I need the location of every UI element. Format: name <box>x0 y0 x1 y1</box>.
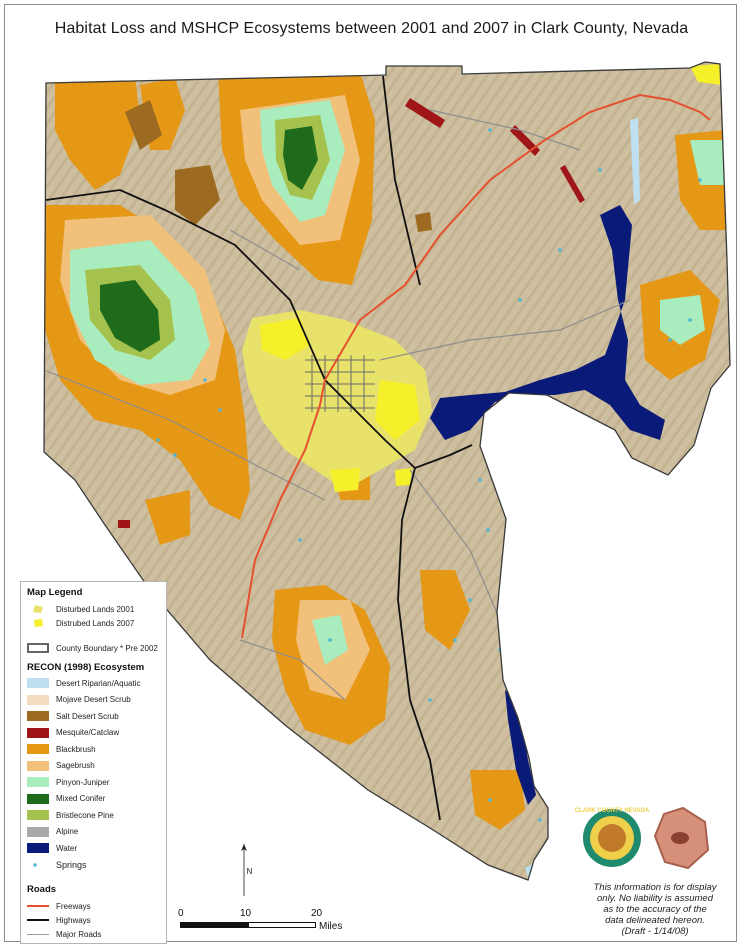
legend-item-road: Highways <box>27 914 91 926</box>
legend-item-ecosystem: Mixed Conifer <box>27 793 105 805</box>
legend-label: Disturbed Lands 2001 <box>56 604 135 614</box>
legend-item-ecosystem: Alpine <box>27 826 78 838</box>
water-bodies <box>430 205 665 805</box>
road-swatch <box>27 919 49 921</box>
disturbed-2007-swatch <box>34 619 43 627</box>
legend-label: Highways <box>56 915 91 925</box>
legend-item-ecosystem: Bristlecone Pine <box>27 809 114 821</box>
north-arrow-icon: N <box>241 844 253 896</box>
scale-bar: 0 10 20 Miles <box>178 908 358 938</box>
freeways <box>241 93 711 639</box>
county-boundary-swatch <box>27 643 49 653</box>
roads-legend-title: Roads <box>27 884 57 895</box>
ecosystem-swatch <box>27 711 49 721</box>
ecosystem-swatch <box>27 678 49 688</box>
disturbed-lands-2007-areas <box>260 64 722 492</box>
ecosystem-swatch <box>27 727 49 738</box>
ecosystem-swatch <box>27 793 49 804</box>
legend-item-road: Freeways <box>27 900 91 912</box>
ecosystem-swatch <box>27 810 49 820</box>
legend-item-disturbed-2001: Disturbed Lands 2001 <box>27 603 134 615</box>
major-roads <box>44 109 631 701</box>
ecosystem-swatch <box>27 843 49 853</box>
legend-item-springs: Springs <box>27 859 87 871</box>
legend-title: Map Legend <box>27 587 83 598</box>
legend-label: Mojave Desert Scrub <box>56 695 131 704</box>
springs-swatch <box>33 863 37 867</box>
legend-label: Springs <box>56 860 87 870</box>
riparian-strip <box>630 118 640 205</box>
mshcp-logo <box>653 806 710 870</box>
ecosystem-legend-title: RECON (1998) Ecosystem <box>27 662 145 673</box>
legend-item-ecosystem: Desert Riparian/Aquatic <box>27 677 140 689</box>
scale-segment-1 <box>180 922 248 928</box>
mixed-conifer-areas <box>100 126 318 352</box>
disturbed-2001-swatch <box>33 605 43 613</box>
legend-label: Mixed Conifer <box>56 794 106 803</box>
scale-label-0: 0 <box>178 908 184 919</box>
ecosystem-swatch <box>27 777 49 787</box>
legend-label: Mesquite/Catclaw <box>56 728 120 737</box>
road-swatch <box>27 905 49 907</box>
legend-label: Salt Desert Scrub <box>56 711 119 721</box>
scale-label-10: 10 <box>240 908 252 919</box>
scale-unit: Miles <box>319 921 343 932</box>
legend-item-disturbed-2007: Distrubed Lands 2007 <box>27 617 134 629</box>
legend-item-ecosystem: Mojave Desert Scrub <box>27 694 131 706</box>
legend-item-ecosystem: Mesquite/Catclaw <box>27 727 119 739</box>
springs <box>156 128 702 822</box>
legend-item-ecosystem: Pinyon-Juniper <box>27 776 109 788</box>
ecosystem-swatch <box>27 694 49 705</box>
road-swatch <box>27 933 49 935</box>
legend-label: Sagebrush <box>56 761 95 770</box>
legend-label: Alpine <box>56 827 79 836</box>
legend-item-ecosystem: Blackbrush <box>27 743 96 755</box>
map-title: Habitat Loss and MSHCP Ecosystems betwee… <box>54 20 689 37</box>
legend-item-county-boundary: County Boundary * Pre 2002 <box>27 642 158 654</box>
map-legend: Map Legend Disturbed Lands 2001 Distrube… <box>20 581 167 944</box>
disclaimer-line: data delineated hereon. <box>605 915 705 926</box>
legend-label: Pinyon-Juniper <box>56 777 110 787</box>
ecosystem-swatch <box>27 744 49 754</box>
legend-item-road: Major Roads <box>27 928 101 940</box>
north-label: N <box>247 867 253 876</box>
legend-label: Blackbrush <box>56 744 96 754</box>
legend-label: County Boundary * Pre 2002 <box>56 643 158 653</box>
scale-segment-2 <box>248 922 316 928</box>
seal-text: CLARK COUNTY NEVADA <box>575 808 650 814</box>
ecosystem-swatch <box>27 760 49 771</box>
legend-label: Bristlecone Pine <box>56 810 114 820</box>
legend-label: Water <box>56 843 78 853</box>
clark-county-seal <box>583 809 641 867</box>
salt-desert-scrub-areas <box>125 100 432 232</box>
legend-item-ecosystem: Salt Desert Scrub <box>27 710 119 722</box>
highways <box>45 75 473 821</box>
legend-label: Distrubed Lands 2007 <box>56 618 135 628</box>
legend-label: Major Roads <box>56 929 102 939</box>
disclaimer: This information is for display only. No… <box>574 882 736 937</box>
legend-label: Freeways <box>56 901 91 911</box>
county-boundary <box>43 61 731 881</box>
legend-label: Desert Riparian/Aquatic <box>56 678 141 688</box>
scale-label-20: 20 <box>311 908 323 919</box>
legend-item-ecosystem: Water <box>27 842 77 854</box>
disclaimer-line: as to the accuracy of the <box>603 904 707 915</box>
disclaimer-line: (Draft - 1/14/08) <box>621 926 689 937</box>
disclaimer-line: only. No liability is assumed <box>597 893 713 904</box>
ecosystem-swatch <box>27 826 49 837</box>
disclaimer-line: This information is for display <box>593 882 717 893</box>
legend-item-ecosystem: Sagebrush <box>27 760 95 772</box>
